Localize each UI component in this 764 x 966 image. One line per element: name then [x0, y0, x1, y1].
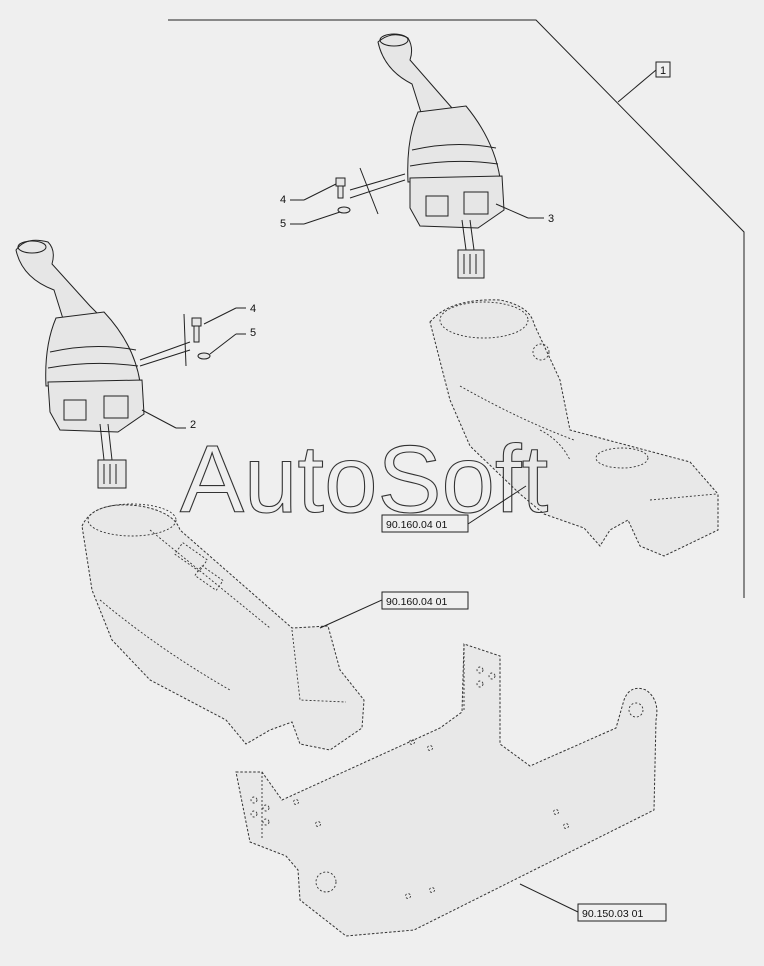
reference-bracket-label: 90.150.03 01	[582, 908, 643, 920]
callout-4-right: 4	[280, 183, 337, 206]
callout-5-left: 5	[209, 327, 256, 355]
console-right	[429, 299, 719, 557]
callout-1-label: 1	[660, 65, 666, 77]
callout-4-left-label: 4	[250, 303, 256, 315]
callout-4-left: 4	[203, 303, 256, 325]
reference-console-left: 90.160.04 01	[319, 591, 469, 629]
reference-console-left-label: 90.160.04 01	[386, 596, 447, 608]
callout-5-right: 5	[280, 211, 341, 230]
callout-1: 1	[617, 61, 671, 103]
console-left	[81, 503, 365, 751]
callout-2: 2	[141, 409, 196, 431]
callout-3-label: 3	[548, 213, 554, 225]
bolt-right	[335, 167, 406, 215]
callout-2-label: 2	[190, 419, 196, 431]
callout-3: 3	[495, 203, 554, 225]
callout-5-left-label: 5	[250, 327, 256, 339]
reference-console-right-label: 90.160.04 01	[386, 519, 447, 531]
bolt-left	[139, 313, 211, 367]
watermark-text: AutoSoft	[180, 426, 548, 533]
assembly-frame	[168, 19, 745, 598]
mounting-bracket	[235, 643, 658, 937]
reference-bracket: 90.150.03 01	[519, 883, 667, 922]
joystick-right	[377, 33, 505, 279]
joystick-left	[15, 239, 145, 489]
callout-5-right-label: 5	[280, 218, 286, 230]
callout-4-right-label: 4	[280, 194, 286, 206]
reference-console-right: 90.160.04 01	[381, 485, 527, 533]
